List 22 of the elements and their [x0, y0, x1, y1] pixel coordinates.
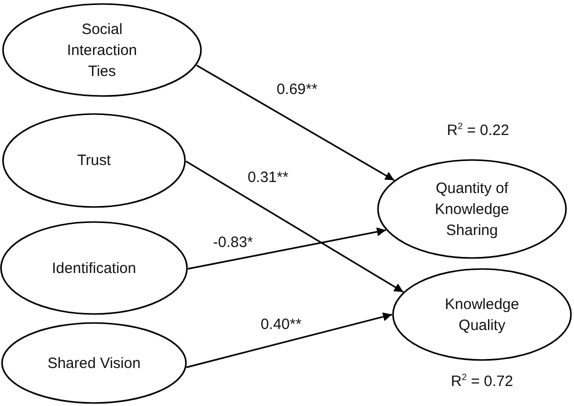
construct-label: Shared Vision [47, 354, 141, 374]
construct-ellipse [0, 221, 188, 315]
path-arrow [186, 160, 404, 293]
construct-label: Trust [77, 151, 111, 171]
construct-ellipse [377, 159, 567, 259]
r-squared-label: R$^{2}$ = 0.72 [450, 373, 514, 391]
construct-ellipse [392, 268, 572, 361]
construct-label: Quantity of Knowledge Sharing [434, 178, 510, 240]
construct-ellipse [2, 113, 186, 208]
construct-label: Identification [52, 258, 136, 278]
construct-ellipse [2, 3, 202, 97]
path-arrow [196, 64, 395, 181]
edge-label: 0.31** [248, 169, 288, 187]
construct-label: Knowledge Quality [444, 294, 520, 336]
edge-label: -0.83* [212, 234, 254, 252]
path-arrow [186, 312, 392, 368]
r-squared-label: R$^{2}$ = 0.22 [446, 122, 510, 140]
construct-label: Social Interaction Ties [66, 20, 138, 82]
path-arrow [188, 227, 386, 270]
construct-ellipse [1, 322, 187, 404]
edge-label: 0.69** [276, 81, 318, 99]
edge-label: 0.40** [260, 316, 302, 334]
